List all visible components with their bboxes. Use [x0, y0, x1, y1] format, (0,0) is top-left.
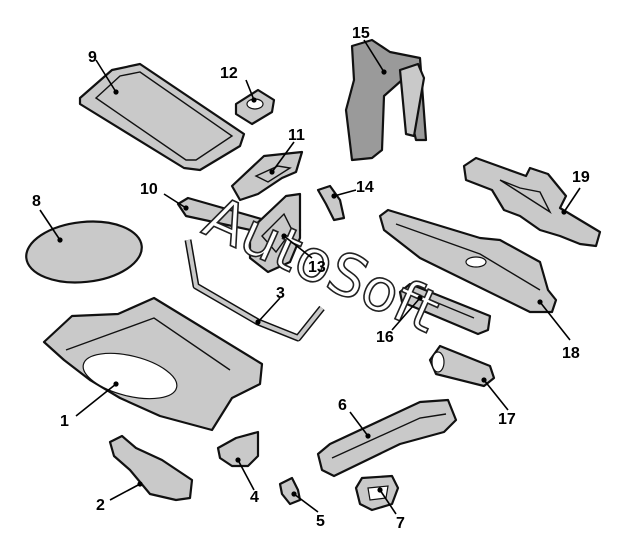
callout-18: 18	[562, 345, 580, 362]
part-15-pillar	[344, 38, 428, 162]
callout-3: 3	[276, 285, 285, 302]
part-4-bracket	[216, 430, 260, 468]
callout-8: 8	[32, 193, 41, 210]
callout-6: 6	[338, 397, 347, 414]
part-16-plate	[398, 282, 492, 336]
callout-4: 4	[250, 489, 259, 506]
callout-labels: 1 2 3 4 5 6 7 8 9 10 11 12 13 14 15 16 1…	[32, 25, 590, 532]
callout-10: 10	[140, 181, 158, 198]
part-11-bracket	[230, 150, 304, 202]
part-12-bracket	[234, 88, 276, 126]
callout-7: 7	[396, 515, 405, 532]
callout-5: 5	[316, 513, 325, 530]
callout-17: 17	[498, 411, 516, 428]
part-6-side-member	[316, 398, 458, 478]
callout-15: 15	[352, 25, 370, 42]
part-5-clip	[278, 476, 302, 506]
part-14-clip	[316, 184, 346, 222]
part-2-bracket	[108, 434, 194, 502]
callout-9: 9	[88, 49, 97, 66]
part-18-crossmember	[378, 208, 558, 314]
callout-12: 12	[220, 65, 238, 82]
callout-14: 14	[356, 179, 374, 196]
callout-11: 11	[288, 127, 305, 144]
callout-19: 19	[572, 169, 590, 186]
callout-16: 16	[376, 329, 394, 346]
part-19-reinforcement	[462, 156, 602, 248]
part-1-floor-pan	[42, 296, 264, 432]
part-7-pad	[354, 474, 400, 512]
callout-13: 13	[308, 259, 326, 276]
part-17-tube	[428, 344, 496, 388]
callout-1: 1	[60, 413, 69, 430]
callout-leaders	[39, 39, 581, 515]
part-8-round-mat	[25, 220, 143, 284]
callout-2: 2	[96, 497, 105, 514]
part-13-bracket	[248, 192, 302, 274]
part-9-floor-cover	[78, 62, 246, 172]
